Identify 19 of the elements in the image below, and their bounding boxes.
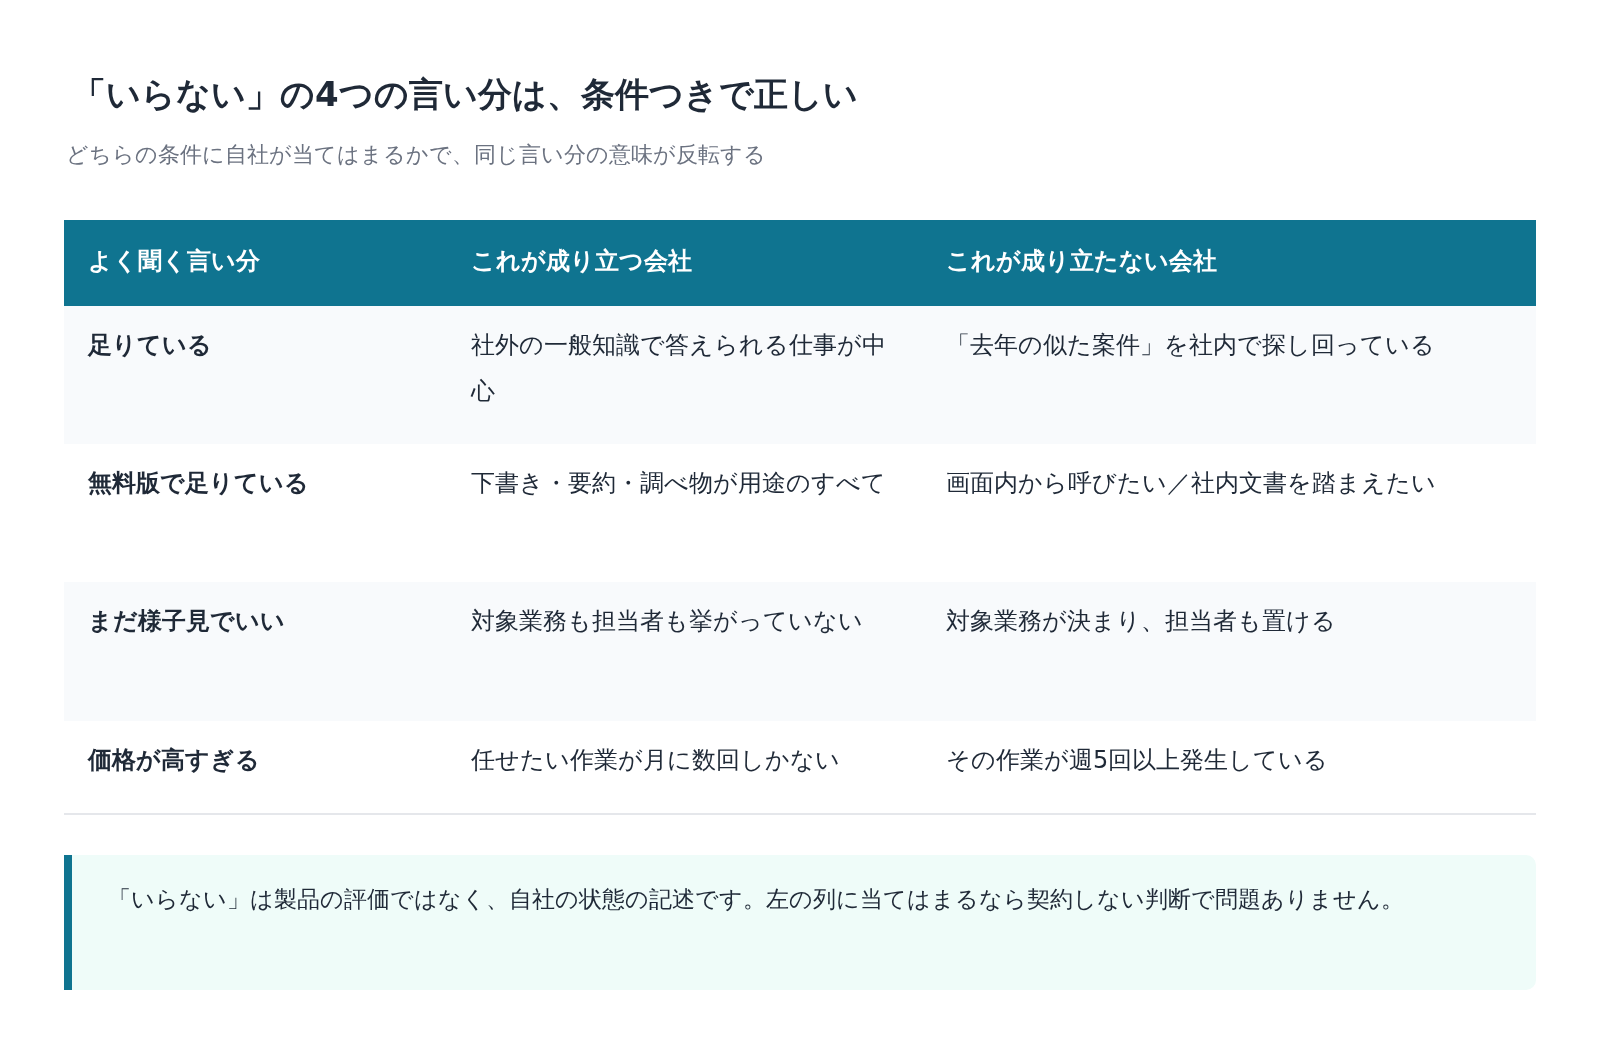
column-header: これが成り立つ会社	[471, 246, 693, 277]
table-cell-text: 無料版で足りている	[88, 468, 310, 499]
table-cell-text: 対象業務も担当者も挙がっていない	[471, 606, 864, 637]
table-cell-text: 任せたい作業が月に数回しかない	[471, 745, 841, 776]
column-header: よく聞く言い分	[88, 246, 261, 277]
table-cell-text: 「去年の似た案件」を社内で探し回っている	[946, 330, 1436, 361]
note-box	[64, 855, 1536, 990]
table-cell-text: 価格が高すぎる	[88, 745, 261, 776]
title: 「いらない」の4つの言い分は、条件つきで正しい	[72, 73, 858, 116]
column-header: これが成り立たない会社	[946, 246, 1218, 277]
table-cell-text: 足りている	[88, 330, 213, 361]
subtitle: どちらの条件に自社が当てはまるかで、同じ言い分の意味が反転する	[66, 141, 766, 169]
table-cell-text: 画面内から呼びたい／社内文書を踏まえたい	[946, 468, 1437, 499]
table-cell-text: まだ様子見でいい	[88, 606, 286, 637]
table-cell-text: 対象業務が決まり、担当者も置ける	[946, 606, 1337, 637]
table-cell-text: 下書き・要約・調べ物が用途のすべて	[471, 468, 887, 499]
note-text: 「いらない」は製品の評価ではなく、自社の状態の記述です。左の列に当てはまるなら契約しない判断で問題ありません。	[108, 885, 1405, 914]
table-cell-text: その作業が週5回以上発生している	[946, 745, 1330, 776]
table-cell-text: 社外の一般知識で答えられる仕事が中心	[471, 330, 887, 407]
